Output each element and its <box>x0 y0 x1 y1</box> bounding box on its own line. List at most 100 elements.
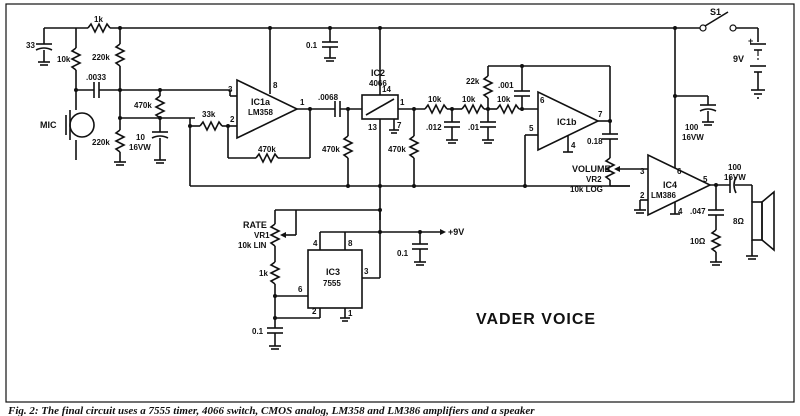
cap-012 <box>444 109 460 144</box>
pin-ic1b-7: 7 <box>598 110 603 119</box>
label-c100-out-rating: 16VW <box>724 173 746 182</box>
resistor-470k-a <box>120 90 195 132</box>
cap-0033 <box>76 82 231 98</box>
label-r470k-b: 470k <box>388 145 406 154</box>
label-lm358: LM358 <box>248 108 273 117</box>
pin-ic4-2: 2 <box>640 191 645 200</box>
cap-001 <box>514 64 530 109</box>
resistor-22k <box>482 65 610 109</box>
pin-ic4-5: 5 <box>703 175 708 184</box>
label-r220k-a: 220k <box>92 53 110 62</box>
pot-vr2 <box>604 157 648 187</box>
label-rate: RATE <box>243 220 267 230</box>
cap-0068 <box>334 101 362 117</box>
pin-ic1b-6: 6 <box>540 96 545 105</box>
pin-ic1b-4: 4 <box>571 141 576 150</box>
label-c0033: .0033 <box>86 73 107 82</box>
resistor-220k-b <box>114 118 126 166</box>
pin-ic3-8: 8 <box>348 239 353 248</box>
resistor-10k-f2 <box>461 103 497 115</box>
pin-ic2-14: 14 <box>382 85 391 94</box>
label-c01-top: 0.1 <box>306 41 318 50</box>
pin-ic2-7: 7 <box>397 121 402 130</box>
label-s1: S1 <box>710 7 721 17</box>
pin-ic4-4: 4 <box>678 207 683 216</box>
pin-ic2-13: 13 <box>368 123 377 132</box>
label-vr1-val: 10k LIN <box>238 241 267 250</box>
label-ic2: IC2 <box>371 68 385 78</box>
label-mic: MIC <box>40 120 57 130</box>
label-r10k-f3: 10k <box>497 95 511 104</box>
pin-ic1-3: 3 <box>228 85 233 94</box>
label-c100-out: 100 <box>728 163 742 172</box>
label-c0068: .0068 <box>318 93 339 102</box>
pot-vr1 <box>267 209 297 350</box>
resistor-220k-a <box>114 28 126 120</box>
cap-100-sup <box>673 28 717 126</box>
op-amp-ic1a <box>230 28 335 140</box>
cap-01-ic3 <box>412 230 428 266</box>
label-ic3: IC3 <box>326 267 340 277</box>
label-r10ohm: 10Ω <box>690 237 706 246</box>
frame <box>5 3 795 403</box>
cap-018 <box>602 121 618 158</box>
label-c01-ic3: 0.1 <box>397 249 409 258</box>
label-c01-f: .01 <box>468 123 480 132</box>
label-c018: 0.18 <box>587 137 603 146</box>
supply-rail <box>44 22 700 34</box>
label-4066: 4066 <box>369 79 387 88</box>
label-battery-plus: + <box>748 36 753 46</box>
battery-9v <box>750 43 766 99</box>
label-ic4: IC4 <box>663 180 677 190</box>
amp-ic4 <box>634 124 730 217</box>
label-r10k-in: 10k <box>57 55 71 64</box>
resistor-10k-in <box>70 28 82 92</box>
switch-s1 <box>699 11 759 42</box>
label-r10k-f1: 10k <box>428 95 442 104</box>
label-vr2-val: 10k LOG <box>570 185 603 194</box>
resistor-10k-f3 <box>496 103 538 115</box>
label-r22k: 22k <box>466 77 480 86</box>
op-amp-ic1b <box>524 66 612 186</box>
resistor-470k-fb <box>227 107 312 164</box>
figure-caption: Fig. 2: The final circuit uses a 7555 ti… <box>7 405 535 416</box>
cap-33 <box>35 28 53 66</box>
label-ic1b: IC1b <box>557 117 577 127</box>
pin-ic3-6: 6 <box>298 285 303 294</box>
label-plus9v: +9V <box>448 227 464 237</box>
label-r1k-top: 1k <box>94 15 103 24</box>
label-volume: VOLUME <box>572 164 611 174</box>
cap-10 <box>151 131 169 164</box>
label-c10: 10 <box>136 133 145 142</box>
label-c047: .047 <box>690 207 706 216</box>
switch-ic2 <box>361 28 425 220</box>
cap-100-out <box>729 176 753 202</box>
label-lm386: LM386 <box>651 191 676 200</box>
label-r470k-sw: 470k <box>322 145 340 154</box>
label-ic1a: IC1a <box>251 97 271 107</box>
diagram-title: VADER VOICE <box>476 311 596 328</box>
cap-01-f <box>480 109 496 144</box>
pin-ic3-4: 4 <box>313 239 318 248</box>
resistor-470k-b <box>408 107 420 186</box>
label-vr1: VR1 <box>254 231 270 240</box>
label-c01-rate: 0.1 <box>252 327 264 336</box>
label-r10k-f2: 10k <box>462 95 476 104</box>
label-r470k-fb: 470k <box>258 145 276 154</box>
label-r470k-a: 470k <box>134 101 152 110</box>
label-r33k: 33k <box>202 110 216 119</box>
pin-ic1-2: 2 <box>230 115 235 124</box>
pin-ic1-1: 1 <box>300 98 305 107</box>
microphone <box>65 90 95 160</box>
pin-ic1b-5: 5 <box>529 124 534 133</box>
pin-ic2-1: 1 <box>400 98 405 107</box>
speaker-8ohm <box>746 190 775 260</box>
pin-ic3-2: 2 <box>312 307 317 316</box>
cap-01-top <box>322 26 338 62</box>
pin-ic4-6: 6 <box>677 167 682 176</box>
label-c012: .012 <box>426 123 442 132</box>
resistor-10k-f1 <box>424 103 462 115</box>
zobel-network <box>708 185 724 266</box>
